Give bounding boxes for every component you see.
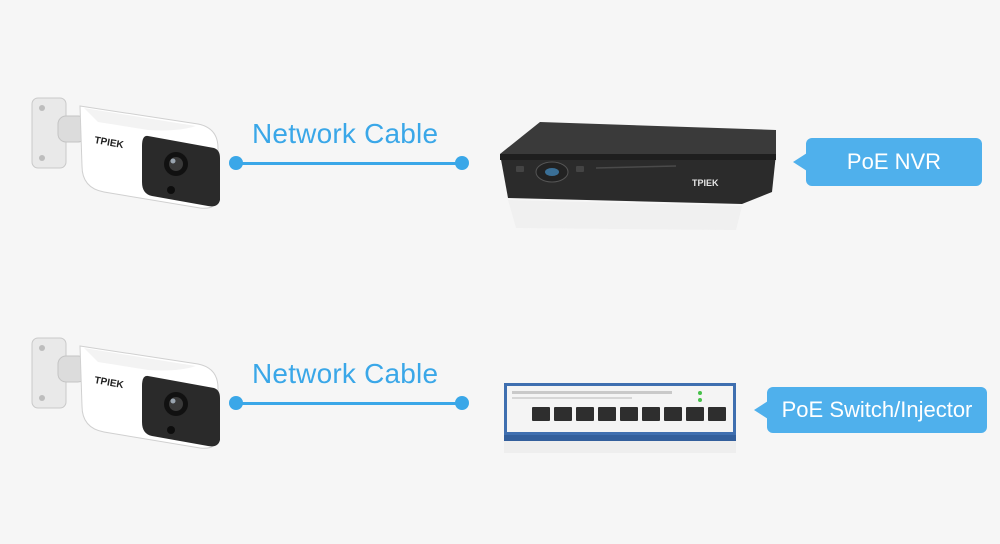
connection-row-nvr: TPIEK Network Cable TPIEK PoE NVR: [0, 60, 1000, 260]
brand-logo: TPIEK: [93, 135, 125, 151]
bullet-camera-icon: TPIEK: [31, 97, 220, 209]
cable-endpoint-right: [455, 156, 469, 170]
cable-label: Network Cable: [252, 118, 439, 149]
bullet-camera-icon: TPIEK: [31, 337, 220, 449]
connection-row-switch: TPIEK Network Cable PoE Switch/Injector: [0, 300, 1000, 500]
cable-endpoint-left: [229, 396, 243, 410]
brand-logo: TPIEK: [93, 375, 125, 391]
cable-line: [236, 162, 462, 165]
cable-label: Network Cable: [252, 358, 439, 389]
cable-line: [236, 402, 462, 405]
device-callout-poe-switch: PoE Switch/Injector: [767, 387, 987, 433]
cable-endpoint-right: [455, 396, 469, 410]
device-callout-poe-nvr: PoE NVR: [806, 138, 982, 186]
brand-logo: TPIEK: [692, 178, 719, 188]
poe-switch-icon: [504, 383, 736, 453]
cable-endpoint-left: [229, 156, 243, 170]
nvr-recorder-icon: TPIEK: [500, 122, 776, 230]
